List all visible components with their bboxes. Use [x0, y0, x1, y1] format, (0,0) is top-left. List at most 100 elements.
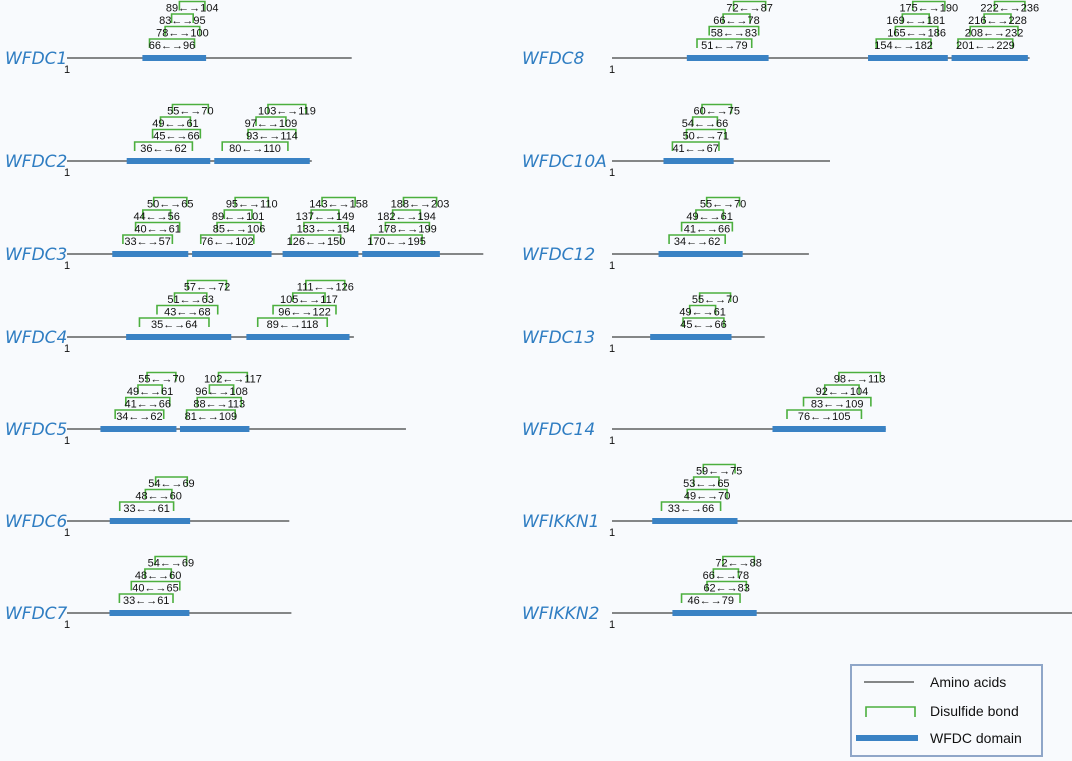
- gene-name: WFIKKN2: [522, 604, 599, 624]
- gene-name: WFDC13: [522, 328, 595, 348]
- disulfide-bond-label: 48←→60: [135, 491, 181, 503]
- disulfide-bond-label: 182←→194: [377, 211, 436, 223]
- disulfide-bond-bracket: [688, 304, 717, 315]
- disulfide-bond-bracket: [701, 103, 733, 114]
- disulfide-bond-label: 92←→104: [816, 386, 869, 398]
- disulfide-bond-label: 83←→109: [811, 399, 864, 411]
- gene-name: WFDC2: [5, 152, 67, 172]
- gene-name: WFDC7: [5, 604, 68, 624]
- disulfide-bond-label: 76←→105: [798, 411, 851, 423]
- disulfide-bond-bracket: [146, 371, 177, 382]
- disulfide-bond-bracket: [221, 141, 289, 151]
- disulfide-bond-bracket: [786, 409, 863, 419]
- disulfide-bond-label: 133←→154: [297, 224, 356, 236]
- disulfide-bond-label: 165←→186: [887, 28, 946, 40]
- disulfide-bond-label: 66←→78: [703, 570, 749, 582]
- disulfide-bond-bracket: [156, 304, 219, 315]
- position-label: 1: [64, 619, 70, 631]
- wfdc-domain-bar: [192, 251, 272, 257]
- disulfide-bond-label: 137←→149: [296, 211, 355, 223]
- disulfide-bond-label: 93←→114: [246, 131, 298, 143]
- disulfide-bond-bracket: [125, 396, 171, 407]
- disulfide-bond-bracket: [823, 384, 860, 394]
- disulfide-bond-bracket: [272, 304, 337, 315]
- wfdc-domain-bar: [282, 251, 359, 257]
- disulfide-bond-label: 72←→87: [726, 3, 772, 15]
- disulfide-bond-label: 46←→79: [688, 595, 734, 607]
- disulfide-bond-bracket: [118, 501, 175, 511]
- disulfide-bond-label: 33←→61: [123, 503, 169, 515]
- position-label: 1: [609, 343, 615, 355]
- position-label: 1: [64, 260, 70, 272]
- disulfide-bond-bracket: [178, 0, 206, 11]
- disulfide-bond-bracket: [267, 103, 307, 114]
- disulfide-bond-label: 95←→110: [226, 199, 278, 211]
- position-label: 1: [64, 527, 70, 539]
- position-label: 1: [609, 167, 615, 179]
- disulfide-bond-bracket: [148, 38, 196, 48]
- disulfide-bond-bracket: [137, 384, 163, 394]
- gene-name: WFDC3: [5, 245, 67, 265]
- wfdc-domain-bar: [246, 334, 350, 340]
- disulfide-bond-label: 222←→236: [980, 3, 1039, 15]
- disulfide-bond-bracket: [875, 38, 932, 48]
- disulfide-bond-label: 59←→75: [696, 466, 742, 478]
- disulfide-bond-label: 178←→199: [378, 224, 437, 236]
- disulfide-bond-bracket: [695, 209, 725, 219]
- disulfide-bond-bracket: [706, 580, 748, 591]
- disulfide-bond-label: 51←→79: [701, 40, 747, 52]
- wfdc-domain-bar: [868, 55, 948, 61]
- disulfide-bond-bracket: [370, 234, 423, 244]
- disulfide-bond-bracket: [154, 555, 188, 566]
- disulfide-bond-label: 58←→83: [711, 28, 757, 40]
- gene-name: WFDC4: [5, 328, 67, 348]
- gene-wfdc8: WFDC8172←→8766←→7858←→8351←→79175←→19016…: [522, 0, 1039, 76]
- disulfide-bond-label: 43←→68: [164, 307, 210, 319]
- disulfide-bond-label: 201←→229: [956, 40, 1015, 52]
- disulfide-bond-label: 54←→66: [682, 118, 728, 130]
- gene-wfdc2: WFDC2155←→7049←→6145←→6636←→62103←→11997…: [5, 103, 316, 179]
- disulfide-bond-label: 97←→109: [245, 118, 298, 130]
- wfdc-domain-bar: [142, 55, 207, 61]
- disulfide-bond-label: 170←→195: [367, 236, 426, 248]
- disulfide-bond-label: 49←→61: [679, 307, 725, 319]
- disulfide-bond-label: 55←→70: [167, 106, 213, 118]
- genes-layer: WFDC1189←→10483←→9578←→10066←→96WFDC2155…: [5, 0, 1072, 631]
- disulfide-bond-label: 33←→57: [124, 236, 170, 248]
- disulfide-bond-bracket: [668, 234, 726, 244]
- disulfide-bond-bracket: [993, 0, 1026, 11]
- wfdc-domain-bar: [652, 518, 738, 524]
- gene-name: WFDC5: [5, 420, 67, 440]
- legend-bond-label: Disulfide bond: [930, 703, 1019, 719]
- disulfide-bond-label: 40←→61: [134, 224, 180, 236]
- disulfide-bond-bracket: [118, 593, 174, 603]
- disulfide-bond-label: 81←→109: [185, 411, 238, 423]
- gene-name: WFDC8: [522, 49, 585, 69]
- disulfide-bond-label: 57←→72: [184, 282, 230, 294]
- disulfide-bond-bracket: [691, 116, 719, 126]
- disulfide-bond-label: 41←→67: [672, 143, 718, 155]
- disulfide-bond-label: 35←→64: [151, 319, 197, 331]
- disulfide-bond-bracket: [247, 128, 297, 139]
- wfdc-domain-bar: [109, 518, 191, 524]
- disulfide-bond-bracket: [321, 196, 356, 207]
- disulfide-bond-label: 55←→70: [138, 374, 184, 386]
- disulfide-bond-bracket: [217, 371, 249, 382]
- disulfide-bond-label: 55←→70: [692, 294, 738, 306]
- disulfide-bond-bracket: [303, 221, 349, 232]
- disulfide-bond-bracket: [708, 25, 760, 36]
- wfdc-domain-bar: [663, 158, 734, 164]
- disulfide-bond-label: 50←→65: [147, 199, 193, 211]
- disulfide-bond-label: 66←→78: [713, 15, 759, 27]
- disulfide-bond-label: 45←→66: [153, 131, 199, 143]
- position-label: 1: [64, 343, 70, 355]
- disulfide-bond-bracket: [208, 384, 235, 394]
- disulfide-bond-label: 143←→158: [309, 199, 368, 211]
- wfdc-domain-bar: [362, 251, 440, 257]
